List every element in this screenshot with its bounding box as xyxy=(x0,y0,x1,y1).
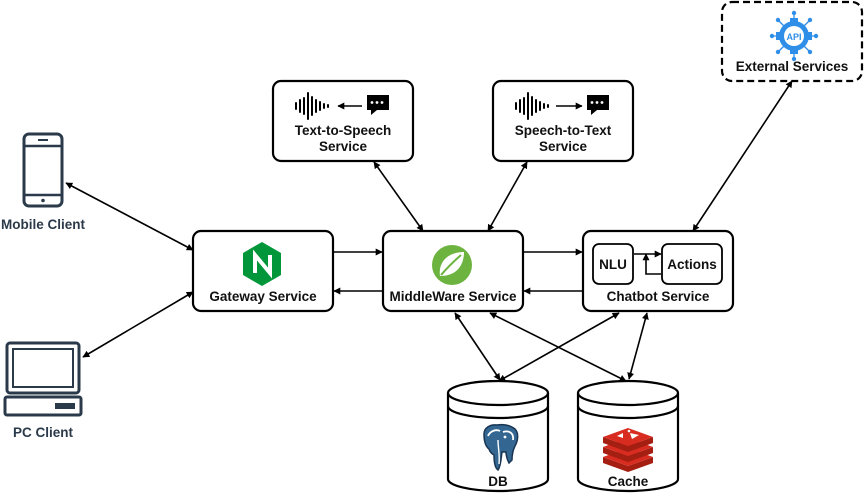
nginx-logo-icon xyxy=(243,242,281,286)
spring-logo-icon xyxy=(432,245,472,285)
mobile-client-node[interactable]: Mobile Client xyxy=(1,132,86,232)
stt-label-line2: Service xyxy=(539,139,588,154)
actions-component[interactable]: Actions xyxy=(661,243,723,285)
middleware-service-label: MiddleWare Service xyxy=(389,289,517,304)
edge-pc-gateway xyxy=(82,291,194,358)
mobile-client-label: Mobile Client xyxy=(1,217,86,232)
external-services-node[interactable]: API External Services xyxy=(720,0,864,83)
audio-wave-and-chat-icon xyxy=(295,92,389,120)
stt-label-line1: Speech-to-Text xyxy=(515,123,612,138)
actions-label: Actions xyxy=(667,257,717,272)
edge-stt-middleware xyxy=(487,161,528,232)
actions-box xyxy=(661,243,723,285)
db-label: DB xyxy=(488,474,508,489)
gateway-service-label: Gateway Service xyxy=(209,289,317,304)
edge-chatbot-external xyxy=(692,80,793,232)
edge-chatbot-db xyxy=(498,312,620,382)
text-to-speech-node[interactable]: Text-to-Speech Service xyxy=(271,79,415,163)
speech-to-text-node[interactable]: Speech-to-Text Service xyxy=(491,79,635,163)
edge-chatbot-cache xyxy=(627,312,649,380)
nlu-component[interactable]: NLU xyxy=(592,243,634,285)
gateway-service-node[interactable]: Gateway Service xyxy=(191,229,335,313)
chatbot-service-node[interactable]: NLU Actions Chatbot Service xyxy=(581,229,735,313)
cache-node[interactable]: Cache xyxy=(576,379,680,493)
external-services-label: External Services xyxy=(736,59,849,74)
pc-client-label: PC Client xyxy=(13,425,74,440)
chatbot-service-label: Chatbot Service xyxy=(607,289,710,304)
smartphone-icon xyxy=(22,132,64,208)
desktop-computer-icon xyxy=(3,341,83,417)
nlu-box xyxy=(592,243,634,285)
api-gear-icon: API xyxy=(769,10,819,62)
middleware-service-node[interactable]: MiddleWare Service xyxy=(381,229,525,313)
tts-label-line1: Text-to-Speech xyxy=(295,123,392,138)
db-node[interactable]: DB xyxy=(446,379,550,493)
edge-actions-to-nlu xyxy=(642,253,661,275)
audio-wave-and-chat-icon xyxy=(515,92,609,120)
pc-client-node[interactable]: PC Client xyxy=(3,341,83,440)
svg-text:API: API xyxy=(786,32,801,42)
postgresql-elephant-icon xyxy=(483,423,519,472)
cache-label: Cache xyxy=(608,474,649,489)
edge-tts-middleware xyxy=(373,161,424,232)
edge-middleware-db xyxy=(454,312,501,381)
edges xyxy=(65,80,793,382)
tts-label-line2: Service xyxy=(319,139,368,154)
redis-logo-icon xyxy=(603,428,653,472)
edge-mobile-gateway xyxy=(65,182,194,251)
nlu-label: NLU xyxy=(599,257,627,272)
